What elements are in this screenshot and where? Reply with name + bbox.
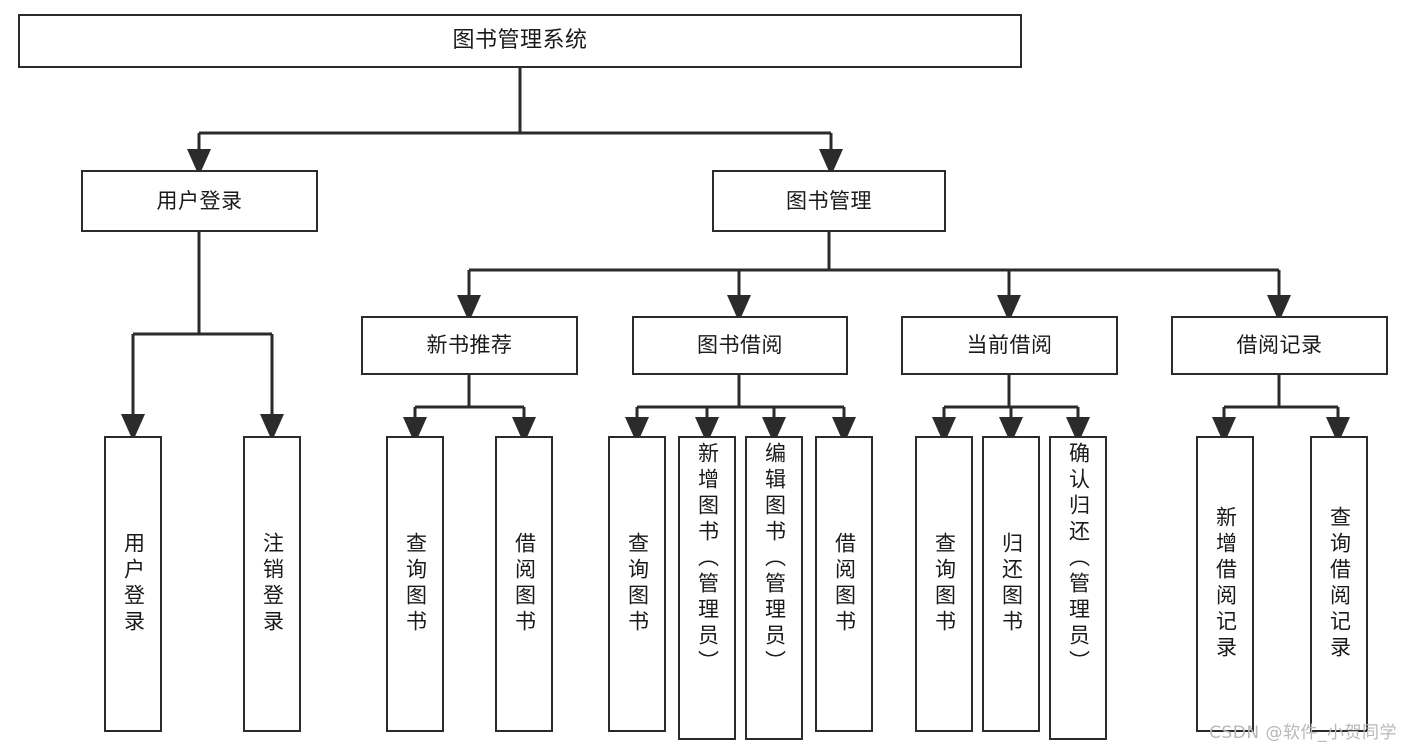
node-label: 借阅记录 xyxy=(1236,333,1323,358)
leaf-user-login-logout[interactable]: 注销登录 xyxy=(243,436,301,732)
node-user-login[interactable]: 用户登录 xyxy=(81,170,318,232)
leaf-new-book-borrow-book[interactable]: 借阅图书 xyxy=(495,436,553,732)
node-label: 用户登录 xyxy=(156,188,243,213)
leaf-book-borrow-edit-book-admin[interactable]: 编辑图书（管理员） xyxy=(745,436,803,740)
node-book-borrowing[interactable]: 图书借阅 xyxy=(632,316,848,375)
node-label: 注销登录 xyxy=(260,532,285,636)
node-label: 用户登录 xyxy=(121,532,146,636)
node-label: 借阅图书 xyxy=(512,532,537,636)
node-label: 新增借阅记录 xyxy=(1213,506,1238,662)
node-root-book-management-system[interactable]: 图书管理系统 xyxy=(18,14,1022,68)
node-book-management[interactable]: 图书管理 xyxy=(712,170,946,232)
node-label: 查询图书 xyxy=(403,532,428,636)
node-label: 确认归还（管理员） xyxy=(1066,442,1091,676)
node-current-borrowing[interactable]: 当前借阅 xyxy=(901,316,1118,375)
leaf-new-book-query-book[interactable]: 查询图书 xyxy=(386,436,444,732)
node-label: 编辑图书（管理员） xyxy=(762,442,787,676)
node-label: 归还图书 xyxy=(999,532,1024,636)
leaf-current-borrow-return-book[interactable]: 归还图书 xyxy=(982,436,1040,732)
leaf-borrow-record-add-record[interactable]: 新增借阅记录 xyxy=(1196,436,1254,732)
node-new-book-recommendation[interactable]: 新书推荐 xyxy=(361,316,578,375)
node-label: 图书管理 xyxy=(786,188,872,213)
node-label: 查询图书 xyxy=(932,532,957,636)
node-label: 查询借阅记录 xyxy=(1327,506,1352,662)
node-borrowing-record[interactable]: 借阅记录 xyxy=(1171,316,1388,375)
watermark-text: CSDN @软件_小贺同学 xyxy=(1209,723,1397,743)
node-label: 新书推荐 xyxy=(426,333,513,358)
node-label: 图书借阅 xyxy=(697,333,783,358)
leaf-current-borrow-confirm-return-admin[interactable]: 确认归还（管理员） xyxy=(1049,436,1107,740)
leaf-current-borrow-query-book[interactable]: 查询图书 xyxy=(915,436,973,732)
node-label: 查询图书 xyxy=(625,532,650,636)
node-label: 图书管理系统 xyxy=(452,28,588,54)
node-label: 借阅图书 xyxy=(832,532,857,636)
leaf-user-login-login[interactable]: 用户登录 xyxy=(104,436,162,732)
leaf-book-borrow-query-book[interactable]: 查询图书 xyxy=(608,436,666,732)
node-label: 新增图书（管理员） xyxy=(695,442,720,676)
leaf-book-borrow-borrow-book[interactable]: 借阅图书 xyxy=(815,436,873,732)
node-label: 当前借阅 xyxy=(966,333,1053,358)
leaf-book-borrow-add-book-admin[interactable]: 新增图书（管理员） xyxy=(678,436,736,740)
leaf-borrow-record-query-record[interactable]: 查询借阅记录 xyxy=(1310,436,1368,732)
